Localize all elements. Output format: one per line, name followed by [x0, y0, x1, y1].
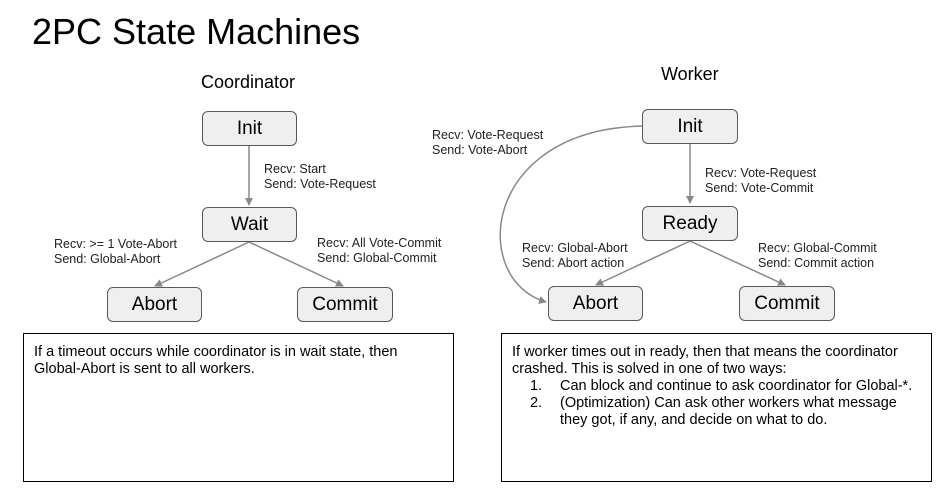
worker-note: If worker times out in ready, then that …	[501, 333, 932, 482]
transition-recv: Recv: Vote-Request	[705, 166, 817, 180]
coordinator-heading: Coordinator	[201, 72, 296, 92]
arrow-worker-ready-commit	[689, 240, 786, 286]
transition-send: Send: Commit action	[758, 256, 875, 270]
coordinator-label-wait-abort: Recv: >= 1 Vote-Abort Send: Global-Abort	[54, 237, 177, 267]
transition-recv: Recv: Global-Abort	[522, 241, 628, 255]
worker-label-init-ready: Recv: Vote-Request Send: Vote-Commit	[705, 166, 816, 196]
list-item: 1. Can block and continue to ask coordin…	[512, 378, 921, 395]
worker-heading: Worker	[661, 64, 719, 84]
worker-state-commit: Commit	[739, 286, 835, 321]
worker-note-intro: If worker times out in ready, then that …	[512, 344, 898, 377]
arrow-coord-wait-commit	[248, 241, 344, 287]
transition-recv: Recv: Global-Commit	[758, 241, 877, 255]
arrow-worker-ready-abort	[595, 240, 691, 286]
coordinator-label-init-wait: Recv: Start Send: Vote-Request	[264, 162, 376, 192]
list-item-text: (Optimization) Can ask other workers wha…	[560, 395, 897, 428]
transition-recv: Recv: All Vote-Commit	[317, 236, 442, 250]
transition-send: Send: Vote-Request	[264, 177, 376, 191]
coordinator-note-text: If a timeout occurs while coordinator is…	[34, 344, 398, 377]
page-title: 2PC State Machines	[32, 11, 361, 52]
transition-send: Send: Abort action	[522, 256, 625, 270]
worker-label-ready-commit: Recv: Global-Commit Send: Commit action	[758, 241, 877, 271]
worker-state-ready: Ready	[642, 206, 738, 241]
coordinator-note: If a timeout occurs while coordinator is…	[23, 333, 454, 482]
list-item: 2. (Optimization) Can ask other workers …	[512, 395, 921, 429]
worker-label-ready-abort: Recv: Global-Abort Send: Abort action	[522, 241, 628, 271]
transition-send: Send: Global-Abort	[54, 252, 161, 266]
worker-label-init-abort: Recv: Vote-Request Send: Vote-Abort	[432, 128, 543, 158]
worker-note-list: 1. Can block and continue to ask coordin…	[512, 378, 921, 429]
list-item-text: Can block and continue to ask coordinato…	[560, 378, 913, 394]
coordinator-state-commit: Commit	[297, 287, 393, 322]
worker-state-init: Init	[642, 109, 738, 144]
list-item-number: 1.	[529, 378, 543, 394]
transition-send: Send: Vote-Abort	[432, 143, 528, 157]
transition-send: Send: Vote-Commit	[705, 181, 814, 195]
coordinator-label-wait-commit: Recv: All Vote-Commit Send: Global-Commi…	[317, 236, 441, 266]
transition-send: Send: Global-Commit	[317, 251, 437, 265]
list-item-number: 2.	[529, 395, 543, 411]
transition-recv: Recv: >= 1 Vote-Abort	[54, 237, 177, 251]
arrow-coord-wait-abort	[154, 241, 250, 287]
transition-recv: Recv: Vote-Request	[432, 128, 544, 142]
coordinator-state-abort: Abort	[107, 287, 202, 322]
coordinator-state-wait: Wait	[202, 207, 297, 242]
coordinator-state-init: Init	[202, 111, 297, 146]
arrow-worker-init-abort	[499, 125, 643, 304]
worker-state-abort: Abort	[548, 286, 643, 321]
transition-recv: Recv: Start	[264, 162, 326, 176]
